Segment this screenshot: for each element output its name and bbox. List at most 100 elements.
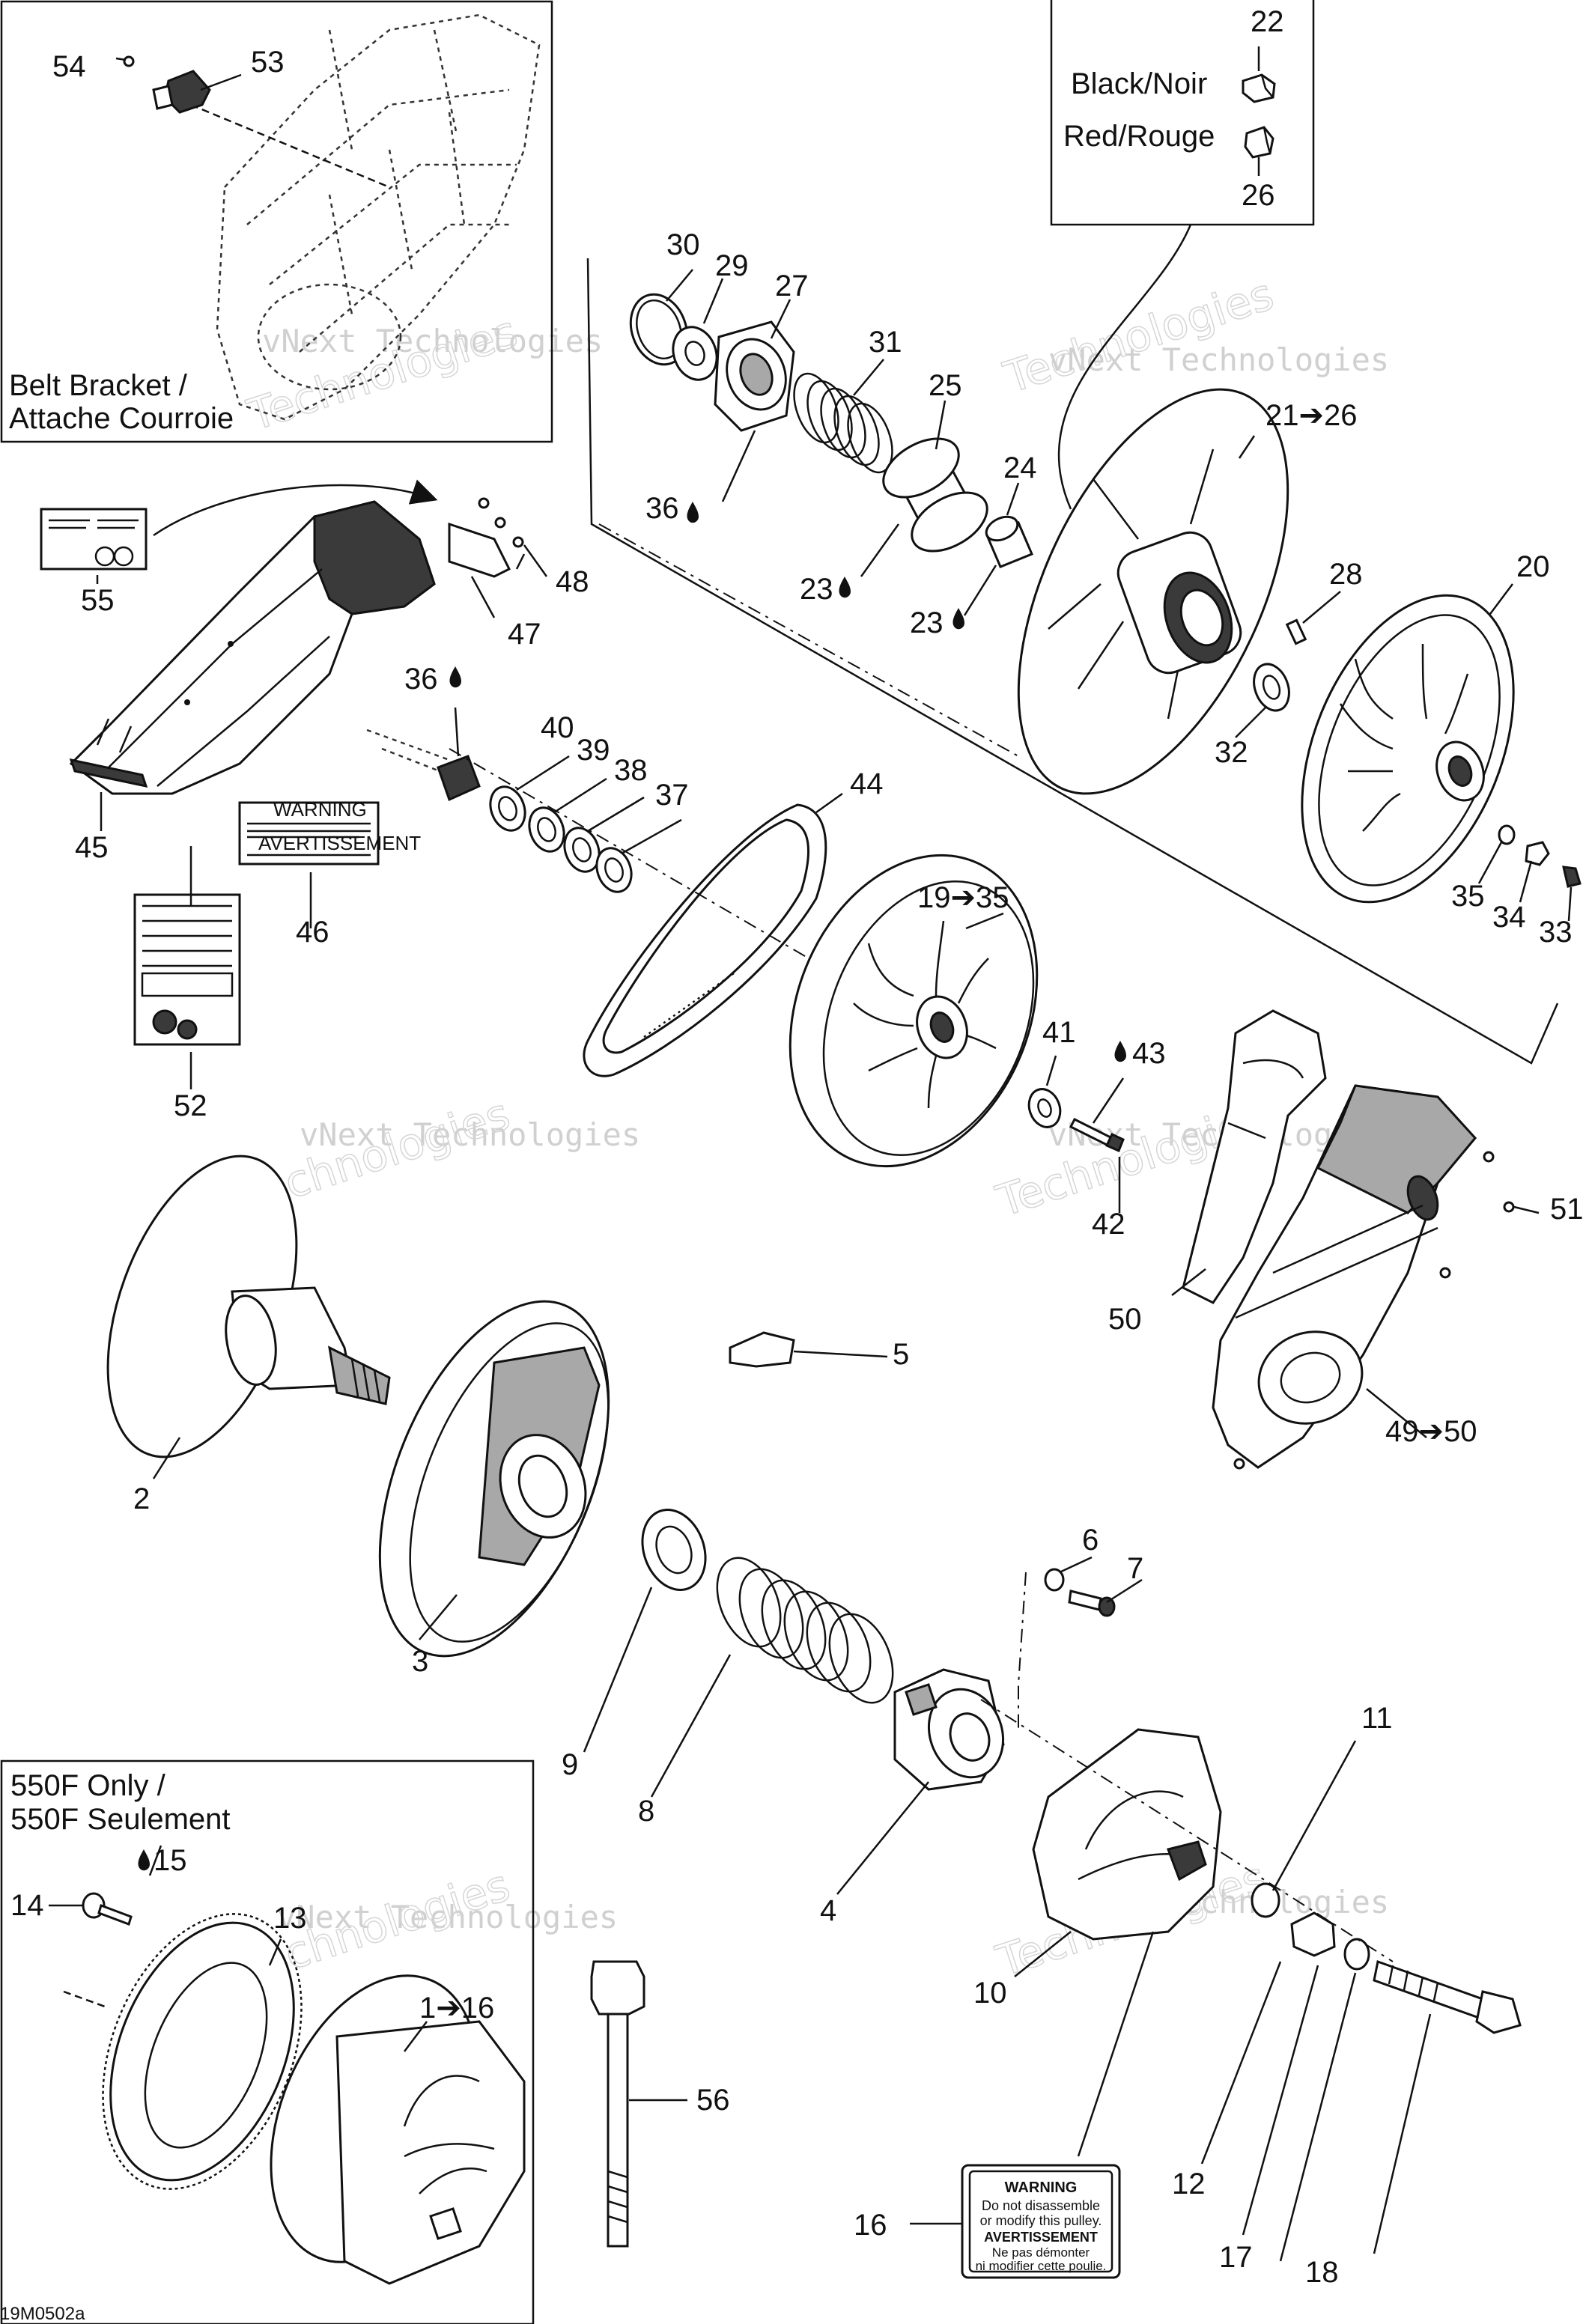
inset-title-line1: 550F Only /	[10, 1769, 166, 1802]
part-label: 38	[614, 754, 648, 787]
belt-guard-45	[69, 500, 436, 795]
part-label: 3	[412, 1645, 428, 1678]
part-label: 53	[251, 46, 285, 79]
bolt-33	[1562, 866, 1582, 888]
part-label: 32	[1215, 736, 1248, 769]
diagram-code: 19M0502a	[0, 2304, 85, 2324]
spider-4	[893, 1668, 1005, 1791]
part-label: 46	[296, 916, 329, 949]
part-label: 49➔50	[1385, 1415, 1477, 1448]
black-wire-label: Black/Noir	[1071, 67, 1207, 100]
part-label: 56	[696, 2084, 730, 2117]
decal-16: WARNING Do not disassemble or modify thi…	[961, 2164, 1121, 2279]
part-label: 19➔35	[917, 881, 1009, 914]
part-label: 23	[800, 573, 833, 606]
decal-55	[40, 508, 148, 571]
decal-16-line2: or modify this pulley.	[980, 2213, 1102, 2228]
part-label: 27	[775, 270, 809, 302]
part-label: 37	[655, 779, 689, 812]
part-label: 36	[645, 492, 679, 525]
bushing-25	[882, 437, 988, 553]
part-label: 11	[1361, 1702, 1393, 1735]
washer-6	[1044, 1568, 1065, 1592]
screw-51	[1439, 1267, 1451, 1279]
lubricant-drops	[138, 502, 1126, 1871]
part-label: 5	[893, 1338, 909, 1371]
bolt-18	[1373, 1960, 1522, 2034]
screw-48	[478, 497, 490, 509]
washer-29	[672, 326, 718, 381]
part-label: 16	[854, 2209, 887, 2242]
clip-47	[448, 522, 511, 578]
decal-arrow	[153, 479, 438, 537]
part-label: 18	[1305, 2256, 1339, 2289]
cover-50	[1182, 1009, 1327, 1304]
part-label: 24	[1003, 451, 1037, 484]
bushing-24	[985, 515, 1033, 568]
decal-16-line4: ni modifier cette poulie.	[976, 2259, 1107, 2273]
screw-14	[82, 1892, 133, 1926]
washer-41	[1027, 1088, 1062, 1128]
part-label: 36	[404, 663, 438, 696]
part-label: 14	[10, 1889, 44, 1922]
part-label: 1➔16	[419, 1992, 494, 2025]
screw	[123, 55, 135, 67]
washer-40	[489, 785, 526, 832]
cam-27	[714, 320, 795, 432]
washer-35	[1498, 824, 1516, 845]
part-label: 54	[52, 50, 86, 83]
drive-belt-44	[449, 748, 827, 1077]
part-label: 22	[1251, 5, 1284, 38]
fixed-half-2	[106, 1155, 391, 1458]
part-label: 43	[1132, 1037, 1166, 1070]
washer-9	[641, 1509, 707, 1591]
washer-11	[1251, 1882, 1280, 1918]
spline-shaft-36	[437, 755, 481, 802]
decal-16-avert: AVERTISSEMENT	[984, 2230, 1098, 2245]
bolt-42	[1069, 1117, 1125, 1152]
part-label: 51	[1550, 1193, 1583, 1226]
part-label: 39	[577, 734, 610, 767]
watermark-text: vNext Technologies	[1048, 341, 1389, 378]
belt-bracket-axis	[190, 103, 390, 189]
decal-16-line1: Do not disassemble	[982, 2198, 1100, 2213]
inset-frame	[0, 1759, 535, 2324]
part-label: 6	[1082, 1524, 1099, 1557]
part-label: 44	[850, 767, 884, 800]
watermark-outline: Technologies	[997, 269, 1279, 404]
part-label: 21➔26	[1266, 399, 1358, 432]
part-label: 9	[562, 1748, 578, 1781]
screw-7	[1068, 1590, 1116, 1617]
screw-48	[494, 517, 506, 529]
washer-39	[528, 806, 565, 853]
part-label: 29	[715, 249, 749, 282]
washer-37	[595, 847, 633, 893]
part-label: 41	[1042, 1016, 1076, 1049]
leader-lines	[49, 57, 1573, 2262]
drive-pulley-1	[270, 1974, 526, 2285]
moveable-half-3	[378, 1300, 610, 1658]
decal-46-warning: WARNING	[273, 798, 367, 821]
part-label: 50	[1108, 1303, 1142, 1336]
drop-icon	[138, 1849, 150, 1871]
part-label: 23	[910, 606, 944, 639]
shaft-washer-group	[366, 728, 633, 893]
part-label: 34	[1492, 901, 1526, 934]
governor-cup-10	[1032, 1728, 1222, 1941]
drop-icon	[1114, 1041, 1126, 1062]
decal-16-line3: Ne pas démonter	[992, 2245, 1090, 2260]
black-connector-icon	[1242, 73, 1276, 103]
washer-17	[1343, 1938, 1370, 1971]
part-label: 12	[1172, 2168, 1206, 2200]
part-label: 52	[174, 1089, 207, 1122]
screw-48	[512, 536, 524, 548]
drop-icon	[839, 577, 851, 598]
part-label: 28	[1329, 558, 1363, 591]
decal-46-avert: AVERTISSEMENT	[258, 832, 421, 854]
part-label: 31	[869, 326, 902, 359]
red-connector-icon	[1244, 126, 1274, 159]
belt-bracket-part	[152, 70, 211, 114]
drop-icon	[449, 666, 461, 688]
drop-icon	[687, 502, 699, 523]
